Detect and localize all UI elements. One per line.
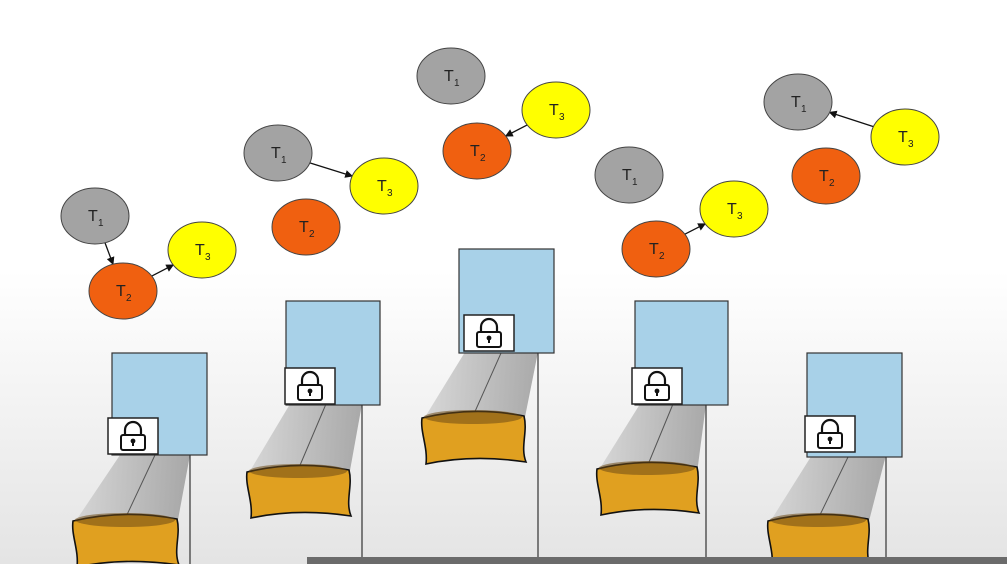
thread-label: T: [622, 167, 632, 184]
thread-label: T: [299, 219, 309, 236]
wait-arrow: [104, 242, 115, 266]
thread-subscript: 1: [281, 155, 287, 166]
beam-line: [124, 454, 156, 520]
thread-label: T: [271, 145, 281, 162]
beam-line: [817, 454, 850, 520]
thread-label: T: [898, 129, 908, 146]
resource-bucket: [71, 513, 181, 569]
padlock-icon: [284, 367, 336, 405]
thread-label: T: [727, 201, 737, 218]
thread-label: T: [549, 102, 559, 119]
beam-line: [297, 403, 327, 471]
thread-label: T: [819, 168, 829, 185]
bottom-bar: [307, 557, 1007, 564]
lock-beam: [768, 455, 886, 525]
resource-bucket: [245, 464, 353, 520]
padlock-icon: [463, 314, 515, 352]
wait-arrow: [504, 124, 528, 137]
thread-subscript: 2: [126, 293, 132, 304]
thread-subscript: 1: [632, 177, 638, 188]
thread-label: T: [470, 143, 480, 160]
thread-subscript: 2: [659, 251, 665, 262]
thread-subscript: 3: [908, 139, 914, 150]
thread-label: T: [116, 283, 126, 300]
lock-beam: [597, 404, 706, 473]
thread-subscript: 3: [559, 112, 565, 123]
padlock-icon: [804, 415, 856, 453]
lock-beam: [73, 455, 190, 525]
resource-bucket: [766, 513, 872, 569]
thread-subscript: 1: [98, 218, 104, 229]
wait-arrow: [309, 162, 354, 178]
thread-subscript: 3: [387, 188, 393, 199]
thread-subscript: 1: [454, 78, 460, 89]
thread-label: T: [88, 208, 98, 225]
thread-label: T: [444, 68, 454, 85]
thread-subscript: 1: [801, 104, 807, 115]
thread-subscript: 3: [205, 252, 211, 263]
thread-subscript: 2: [829, 178, 835, 189]
thread-label: T: [649, 241, 659, 258]
thread-label: T: [377, 178, 387, 195]
wait-arrow: [151, 264, 175, 277]
thread-subscript: 2: [309, 229, 315, 240]
resource-bucket: [595, 461, 701, 517]
lock-beam: [422, 352, 538, 422]
thread-subscript: 3: [737, 211, 743, 222]
wait-arrow: [684, 223, 707, 235]
beam-line: [472, 351, 502, 417]
lock-beam: [247, 404, 362, 476]
padlock-icon: [107, 417, 159, 455]
thread-label: T: [791, 94, 801, 111]
beam-line: [646, 403, 674, 468]
padlock-icon: [631, 367, 683, 405]
thread-label: T: [195, 242, 205, 259]
resource-bucket: [420, 410, 528, 466]
wait-arrow: [828, 110, 874, 128]
thread-subscript: 2: [480, 153, 486, 164]
